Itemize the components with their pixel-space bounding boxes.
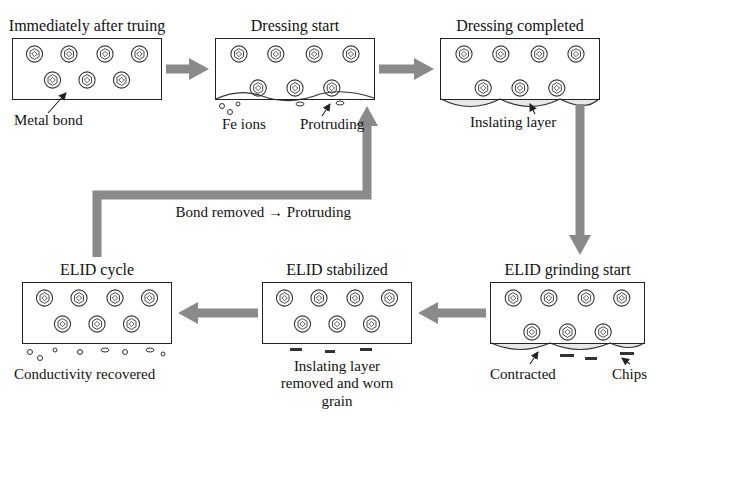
- flow-arrow: [379, 65, 416, 74]
- wheel-panel: ELID grinding start: [490, 282, 645, 344]
- callout-label: Conductivity recovered: [14, 366, 184, 383]
- wheel-panel: ELID cycle: [22, 282, 172, 344]
- callout-label: Protruding: [300, 116, 380, 133]
- panel-title: ELID stabilized: [286, 261, 388, 279]
- wheel-panel: ELID stabilized: [262, 282, 412, 344]
- callout-label: Metal bond: [14, 112, 134, 129]
- callout-label: Fe ions: [222, 116, 292, 133]
- callout-label: Inslating layer: [470, 114, 600, 131]
- flow-arrow: [196, 309, 258, 318]
- panel-title: Dressing completed: [456, 17, 584, 35]
- callout-label: Chips: [612, 366, 662, 383]
- flow-arrow: [576, 104, 585, 237]
- wheel-panel: Dressing start: [215, 38, 375, 100]
- wheel-panel: Dressing completed: [440, 38, 600, 100]
- callout-label: Contracted: [490, 366, 580, 383]
- wheel-panel: Immediately after truing: [12, 38, 162, 100]
- arrow-label: Bond removed → Protruding: [174, 204, 353, 221]
- panel-title: ELID cycle: [60, 261, 134, 279]
- callout-label: Inslating layer removed and worn grain: [272, 358, 402, 410]
- flow-arrow: [97, 124, 367, 257]
- panel-title: Dressing start: [251, 17, 339, 35]
- panel-title: Immediately after truing: [9, 17, 165, 35]
- panel-title: ELID grinding start: [504, 261, 630, 279]
- flow-arrow: [436, 309, 486, 318]
- flow-arrow: [166, 65, 191, 74]
